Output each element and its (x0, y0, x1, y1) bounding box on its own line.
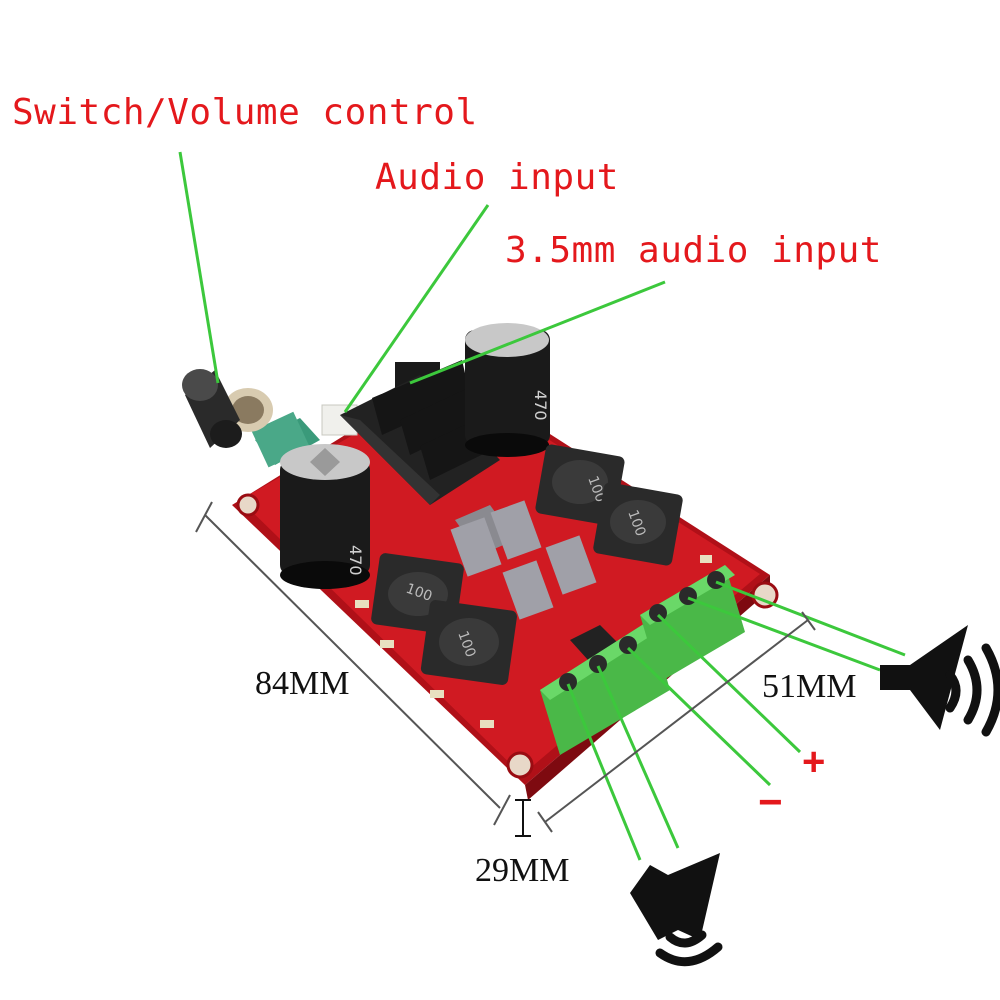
dim-tick (537, 811, 553, 833)
dim-tick (195, 501, 213, 533)
dim-line-length (204, 514, 501, 809)
mount-hole (506, 751, 534, 779)
dim-tick (493, 794, 511, 826)
speaker-wire (566, 683, 642, 861)
dim-tick (801, 611, 816, 631)
inductor: 100 (593, 482, 683, 566)
inductor: 100 (420, 600, 517, 685)
terminal-block-right (640, 565, 745, 682)
speaker-wire (626, 646, 772, 787)
terminal-minus-sign: − (758, 778, 783, 825)
capacitor-right: 470 (465, 323, 550, 457)
dimension-lines (195, 501, 816, 837)
speaker-wire (715, 580, 906, 657)
terminal-plus-sign: + (802, 740, 826, 784)
speaker-wire (687, 596, 881, 672)
cap-marking: 470 (531, 390, 550, 421)
dimension-width: 51MM (762, 668, 857, 705)
dim-line-width (544, 619, 809, 823)
speaker-wire (656, 613, 802, 754)
dimension-height: 29MM (475, 852, 570, 889)
leader-line-aux (409, 280, 666, 385)
leader-line-audio (343, 204, 490, 413)
dimension-length: 84MM (255, 665, 350, 702)
callout-audio-input: Audio input (375, 157, 619, 198)
film-capacitors (450, 500, 597, 620)
capacitor-left: 470 (280, 444, 370, 589)
speaker-icon (880, 625, 1000, 737)
speaker-icon (630, 853, 723, 967)
chip (570, 625, 618, 660)
leader-line-volume (178, 151, 220, 384)
mount-hole (236, 493, 260, 517)
terminal-block-left (540, 620, 670, 755)
cap-marking: 470 (346, 545, 365, 576)
callout-switch-volume: Switch/Volume control (12, 92, 478, 133)
speaker-wire (596, 665, 680, 849)
callout-aux-input: 3.5mm audio input (505, 230, 882, 271)
leader-lines (178, 151, 906, 861)
